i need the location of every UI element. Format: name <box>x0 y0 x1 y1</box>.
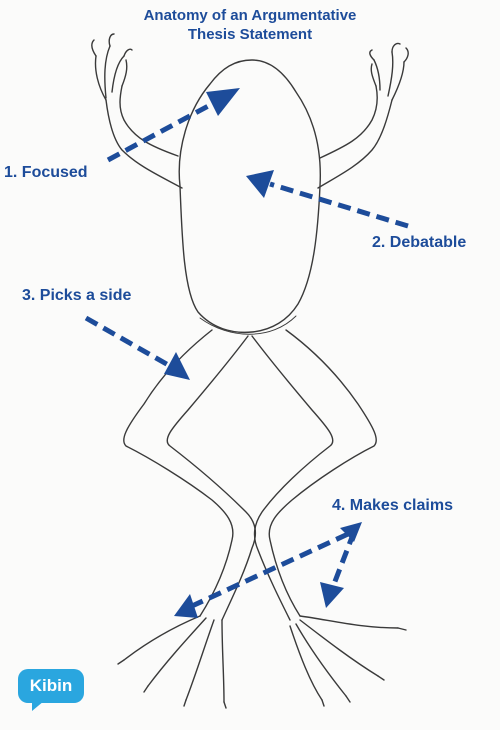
label-debatable: 2. Debatable <box>372 234 467 251</box>
diagram-subtitle: Thesis Statement <box>187 26 313 43</box>
arrowhead-claims-left <box>174 594 198 618</box>
arrow-picks-side <box>84 315 172 369</box>
label-focused: 1. Focused <box>4 164 88 181</box>
arrow-claims-right <box>331 531 357 585</box>
arrowhead-picks-side <box>164 352 190 380</box>
speech-bubble-icon <box>18 669 84 711</box>
arrow-claims-left <box>190 531 350 609</box>
kibin-logo: Kibin <box>18 669 84 711</box>
arrow-debatable <box>269 181 409 229</box>
label-picks-side: 3. Picks a side <box>22 287 132 304</box>
arrowhead-claims-right <box>320 582 344 608</box>
arrowhead-focused <box>206 88 240 116</box>
arrowhead-claims-origin <box>340 522 362 542</box>
label-makes-claims: 4. Makes claims <box>332 497 453 514</box>
logo-text: Kibin <box>29 676 73 695</box>
diagram-title: Anatomy of an Argumentative <box>143 7 357 24</box>
arrowhead-debatable <box>246 170 274 198</box>
